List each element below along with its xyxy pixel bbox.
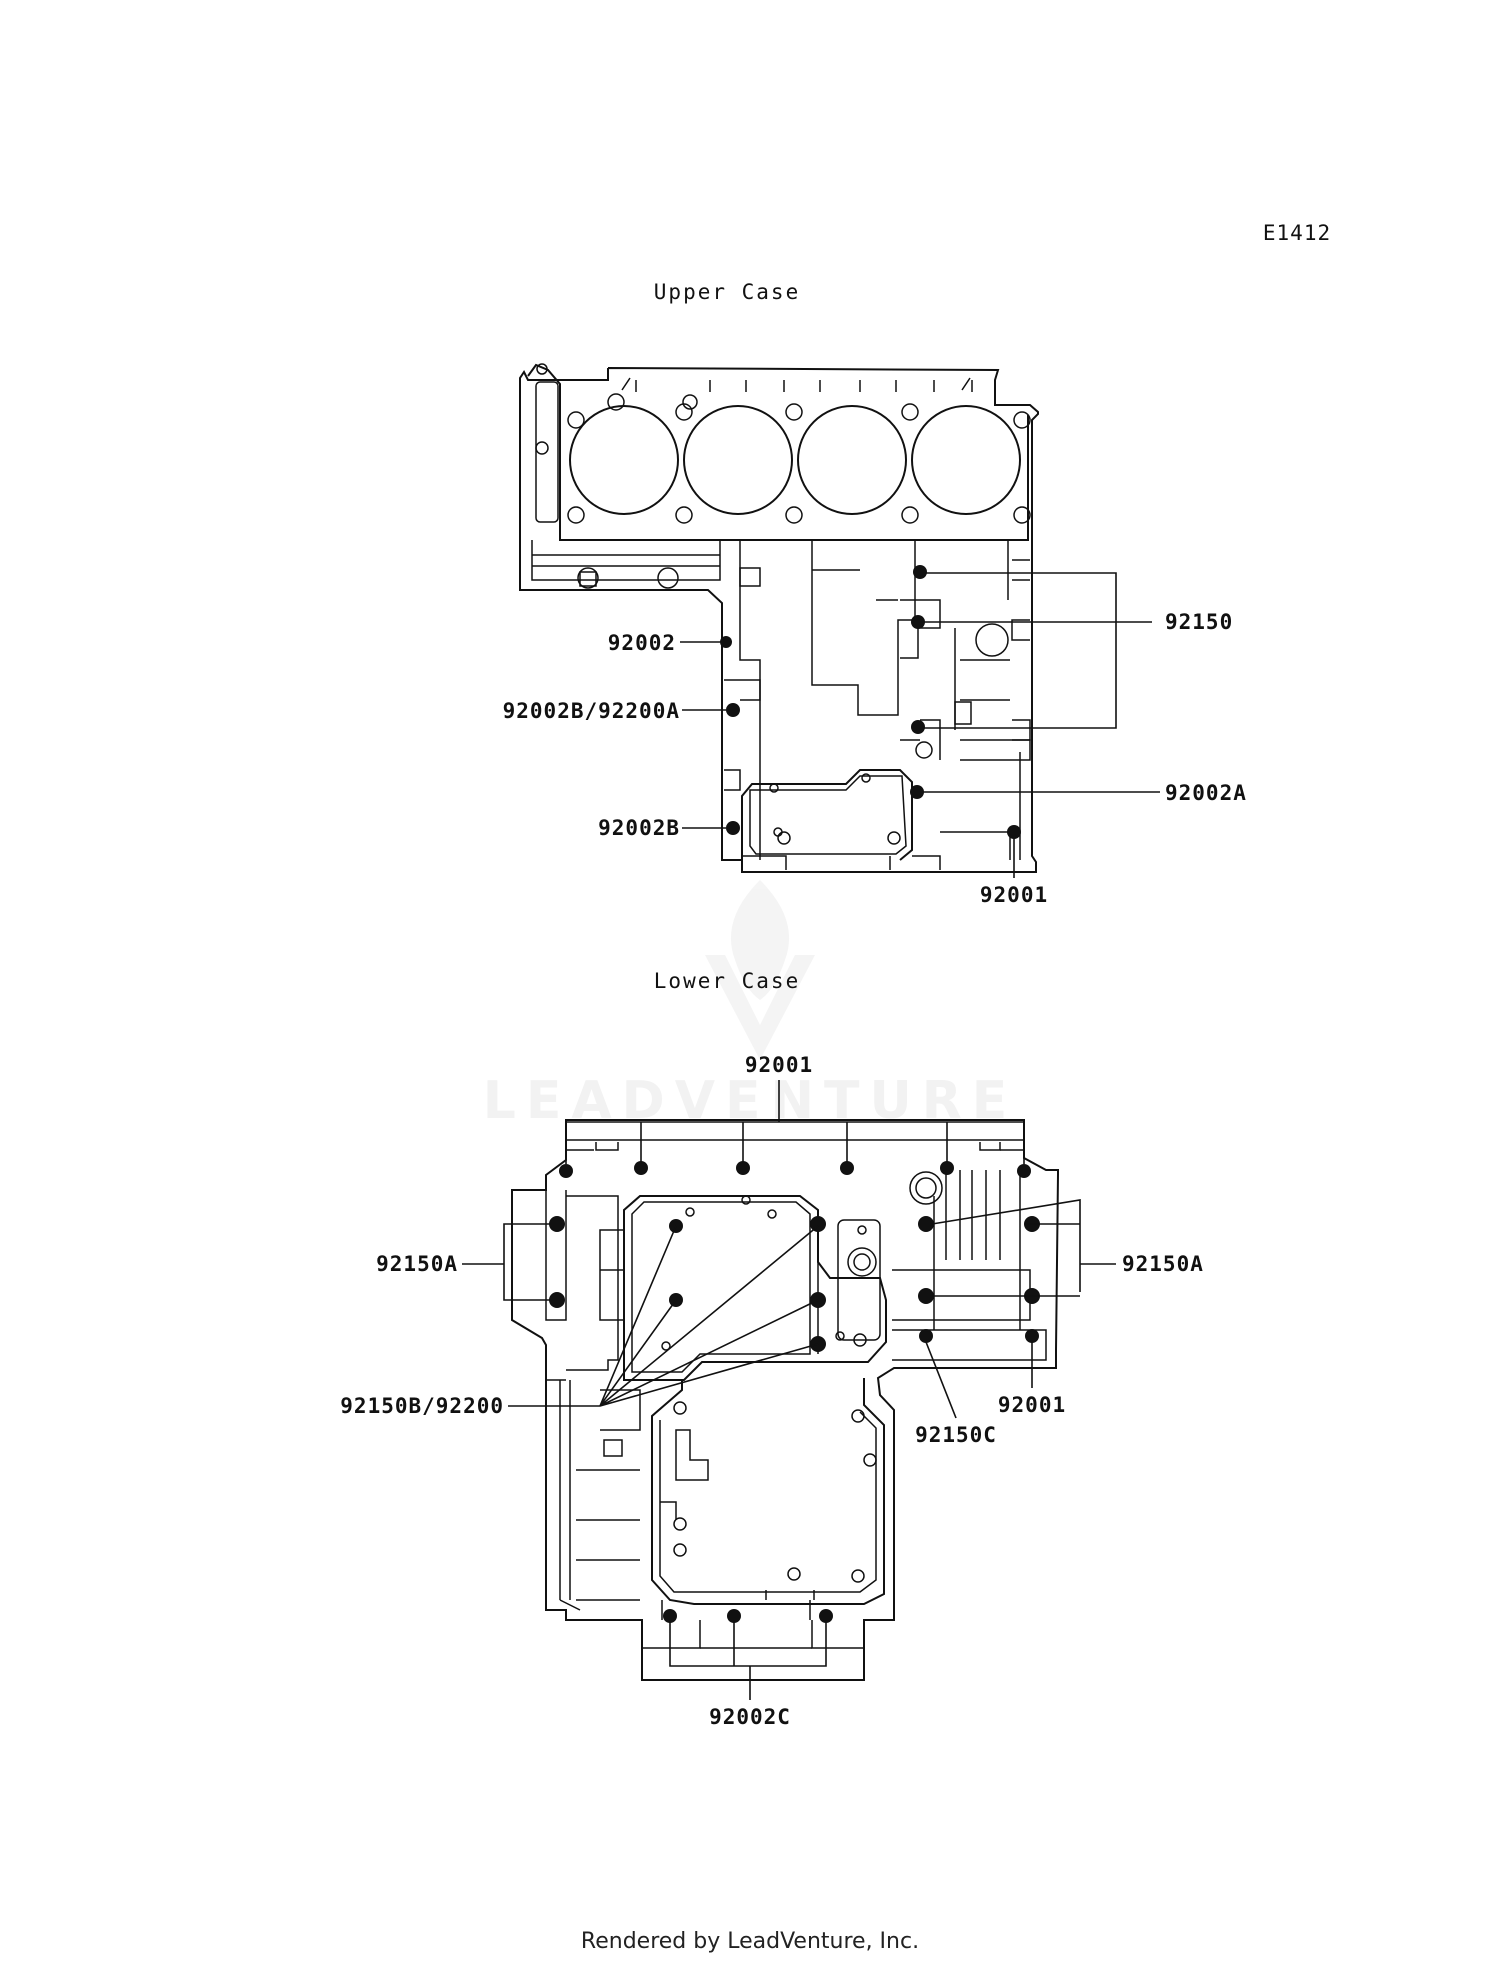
callout-92150A-right: 92150A bbox=[1122, 1252, 1204, 1276]
bolt-92001-b bbox=[634, 1161, 648, 1175]
lower-case-title: Lower Case bbox=[654, 969, 800, 993]
callout-92002C: 92002C bbox=[709, 1705, 791, 1729]
rendered-by-footer: Rendered by LeadVenture, Inc. bbox=[581, 1929, 919, 1954]
lower-case-bolts bbox=[549, 1161, 1040, 1623]
upper-case-title: Upper Case bbox=[654, 280, 800, 304]
watermark-logo: LEADVENTURE bbox=[483, 880, 1007, 1131]
callout-92001-lower-right: 92001 bbox=[998, 1393, 1066, 1417]
bolt-92002B bbox=[726, 821, 740, 835]
bolt-92150B-c bbox=[810, 1216, 826, 1232]
bolt-92001 bbox=[1007, 825, 1021, 839]
callout-92150B-92200: 92150B/92200 bbox=[340, 1394, 504, 1418]
upper-case-drawing bbox=[519, 363, 1039, 873]
bolt-92150-1 bbox=[913, 565, 927, 579]
bolt-92150A-right-3 bbox=[918, 1288, 934, 1304]
callout-92150A-left: 92150A bbox=[376, 1252, 458, 1276]
bolt-92150C bbox=[919, 1329, 933, 1343]
bolt-92002B-92200A bbox=[726, 703, 740, 717]
bolt-92150A-left-1 bbox=[549, 1216, 565, 1232]
bolt-92150-2 bbox=[911, 615, 925, 629]
bolt-92001-right bbox=[1025, 1329, 1039, 1343]
callout-92002: 92002 bbox=[608, 631, 676, 655]
bolt-92001-f bbox=[1017, 1164, 1031, 1178]
lower-case-drawing bbox=[511, 1119, 1059, 1681]
upper-case-bolts bbox=[720, 565, 1021, 839]
bolt-92002C-1 bbox=[663, 1609, 677, 1623]
callout-92150: 92150 bbox=[1165, 610, 1233, 634]
callout-92002B-92200A: 92002B/92200A bbox=[503, 699, 680, 723]
bolt-92150A-left-2 bbox=[549, 1292, 565, 1308]
callout-92001-lower-top: 92001 bbox=[745, 1053, 813, 1077]
callout-92002A: 92002A bbox=[1165, 781, 1247, 805]
bolt-92002 bbox=[720, 636, 732, 648]
bolt-92001-a bbox=[559, 1164, 573, 1178]
callout-92150C: 92150C bbox=[915, 1423, 997, 1447]
bolt-92001-c bbox=[736, 1161, 750, 1175]
bolt-92150A-right-1 bbox=[918, 1216, 934, 1232]
bolt-92001-e bbox=[940, 1161, 954, 1175]
bolt-92002A bbox=[910, 785, 924, 799]
bolt-92002C-2 bbox=[727, 1609, 741, 1623]
callout-92002B: 92002B bbox=[598, 816, 680, 840]
bolt-92002C-3 bbox=[819, 1609, 833, 1623]
callout-92001-upper: 92001 bbox=[980, 883, 1048, 907]
upper-case-leaders bbox=[680, 572, 1160, 878]
bolt-92150-3 bbox=[911, 720, 925, 734]
stud-holes bbox=[567, 393, 1031, 524]
bolt-92001-d bbox=[840, 1161, 854, 1175]
figure-ref-code: E1412 bbox=[1263, 221, 1331, 245]
lower-case-leaders bbox=[462, 1080, 1116, 1700]
